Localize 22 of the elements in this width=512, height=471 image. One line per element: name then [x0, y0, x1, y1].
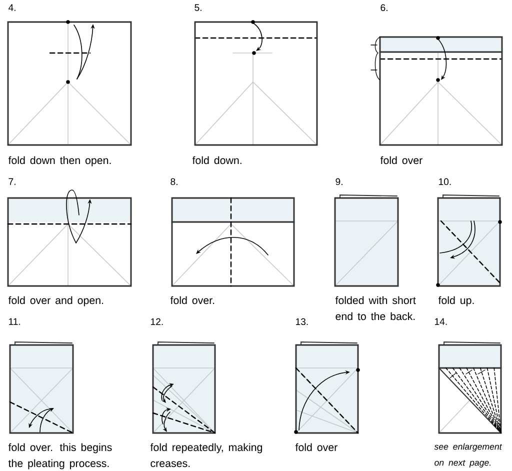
step-caption: fold up. — [438, 296, 474, 306]
step-number: 6. — [380, 4, 388, 12]
step-note: see enlargement on next page. — [434, 443, 502, 468]
step-number: 8. — [170, 178, 178, 186]
step-number: 12. — [151, 318, 163, 325]
step-caption: fold over. — [170, 296, 214, 304]
step-number: 11. — [9, 318, 20, 325]
step-number: 9. — [336, 178, 342, 186]
step-caption: fold down. — [192, 156, 242, 164]
step-caption: fold down then open. — [8, 156, 111, 166]
step-caption: folded with short end to the back. — [335, 296, 416, 320]
step-number: 14. — [435, 318, 447, 325]
step-number: 7. — [8, 178, 16, 185]
step-caption: fold over — [380, 156, 422, 164]
step-number: 4. — [8, 4, 16, 11]
step-caption: fold over and open. — [8, 296, 104, 306]
step-caption: fold over. this begins the pleating process. — [8, 443, 112, 470]
step-number: 13. — [296, 318, 308, 326]
step-caption: fold repeatedly, making creases. — [150, 443, 262, 468]
step-caption: fold over — [295, 443, 338, 452]
step-number: 5. — [194, 4, 202, 11]
step-number: 10. — [439, 178, 451, 186]
